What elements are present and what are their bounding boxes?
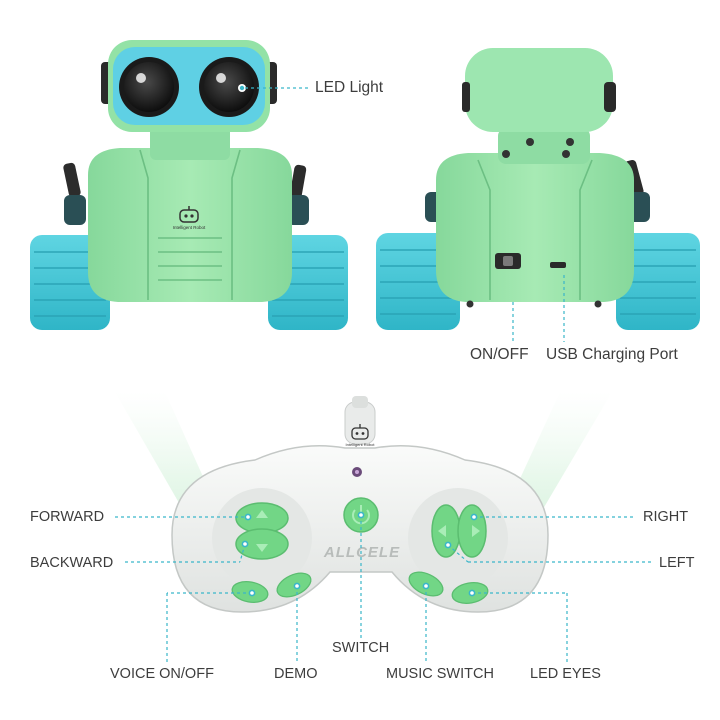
forward-arrow-icon [256, 510, 268, 518]
right-label: RIGHT [643, 509, 689, 525]
led-eyes-label: LED EYES [530, 666, 601, 682]
right-arrow-icon [472, 525, 480, 537]
remote-badge-icon [351, 424, 369, 440]
robot-back-neck [498, 128, 590, 164]
robot-back-right-track [616, 233, 700, 330]
usb-port [550, 262, 566, 268]
robot-front-left-arm [63, 162, 86, 225]
robot-front-neck [150, 125, 230, 160]
button-marker-dots [241, 511, 478, 597]
robot-front-right-arm [287, 164, 309, 225]
backward-label: BACKWARD [30, 555, 114, 571]
robot-front-view: Intelligent Robot [30, 40, 348, 330]
robot-back-head [465, 48, 613, 132]
voice-on-off-label: VOICE ON/OFF [110, 666, 214, 682]
switch-label: SWITCH [332, 640, 390, 656]
robot-back-view [376, 48, 700, 330]
left-label: LEFT [659, 555, 695, 571]
on-off-label: ON/OFF [470, 346, 529, 363]
robot-front-badge-text: Intelligent Robot [173, 225, 206, 230]
left-arrow-icon [438, 525, 446, 537]
backward-arrow-icon [256, 544, 268, 552]
forward-label: FORWARD [30, 509, 105, 525]
robot-front-head [101, 40, 277, 132]
robot-front-badge-icon [179, 206, 199, 223]
robot-front-body [88, 148, 292, 302]
remote-badge-text: Intelligent Robot [346, 442, 376, 447]
demo-label: DEMO [274, 666, 318, 682]
robot-back-body [436, 153, 634, 302]
music-switch-label: MUSIC SWITCH [386, 666, 494, 682]
leader-lines [115, 87, 652, 662]
usb-charging-port-label: USB Charging Port [546, 346, 678, 363]
led-light-label: LED Light [315, 79, 384, 96]
remote-controller: Intelligent Robot ALLCELE [171, 396, 549, 613]
